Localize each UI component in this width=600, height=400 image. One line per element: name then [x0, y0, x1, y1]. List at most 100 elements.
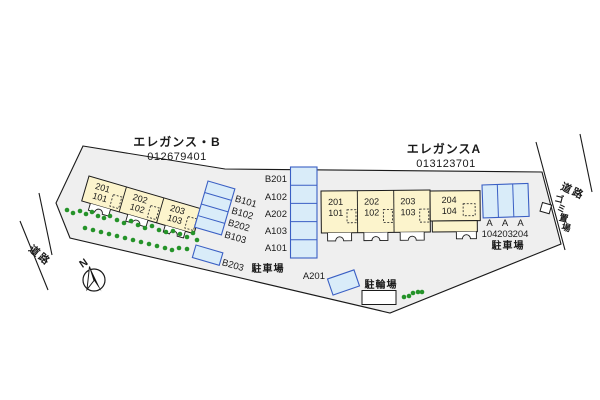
- building-a-code: 013123701: [416, 158, 476, 170]
- tree-dot: [135, 222, 141, 228]
- garbage-label-char: 置: [558, 212, 569, 224]
- building-a: 201 101 202 102 203 103 204 104: [320, 189, 481, 242]
- unit-label: 104: [442, 206, 457, 216]
- building-a-porch: [399, 232, 425, 241]
- parking-row-a: A A A 104 203 204 駐車場: [481, 182, 530, 252]
- unit-label: 101: [328, 208, 343, 218]
- parking-divider: [201, 203, 229, 213]
- tree-dot: [146, 241, 152, 247]
- tree-dot: [121, 220, 127, 226]
- parking-label: B201: [265, 174, 287, 185]
- tree-dot: [149, 223, 155, 229]
- parking-label: A103: [265, 226, 287, 237]
- tree-dot: [70, 210, 76, 216]
- compass: N: [77, 256, 106, 292]
- parking-label: 104: [482, 229, 498, 240]
- bicycle-parking: 駐輪場: [361, 278, 398, 305]
- parking-spaces-middle: [289, 166, 318, 259]
- tree-dot: [83, 211, 89, 217]
- parking-column-middle: B201 A102 A202 A103 A101 駐車場: [252, 166, 318, 275]
- tree-dot: [419, 289, 425, 295]
- compass-n-label: N: [77, 256, 90, 270]
- parking-spaces-a: [481, 182, 530, 219]
- unit-label: 203: [169, 203, 186, 217]
- parking-label: A202: [265, 209, 287, 220]
- tree-dot: [82, 225, 88, 231]
- unit-label: 202: [364, 196, 379, 206]
- parking-divider: [512, 183, 515, 217]
- unit-label: 204: [442, 195, 457, 205]
- unit-label: 101: [91, 191, 108, 205]
- tree-dot: [154, 243, 160, 249]
- garbage-box: [539, 201, 553, 215]
- tree-dot: [156, 227, 162, 233]
- parking-label: A: [502, 218, 509, 229]
- tree-dot: [130, 237, 136, 243]
- tree-dot: [128, 218, 134, 224]
- compass-needle-black: [89, 266, 102, 292]
- unit-label: 201: [94, 181, 111, 195]
- unit-label: 203: [400, 196, 415, 206]
- trees-layer: [64, 207, 425, 300]
- parking-space: [326, 269, 361, 296]
- parking-label: A: [486, 218, 493, 229]
- tree-dot: [101, 215, 107, 221]
- tree-dot: [106, 231, 112, 237]
- tree-dot: [177, 231, 183, 237]
- tree-dot: [77, 208, 83, 214]
- unit-label: 103: [400, 207, 415, 217]
- right-road-outer-line: [579, 133, 593, 193]
- building-b-entry-dashed: [146, 204, 160, 221]
- tree-dot: [190, 230, 196, 236]
- parking-divider: [197, 215, 225, 224]
- tree-dot: [98, 229, 104, 235]
- building-a-extension: [431, 220, 478, 233]
- tree-dot: [95, 213, 101, 219]
- building-a-title: エレガンスA: [407, 141, 481, 156]
- right-boundary-line: [535, 141, 566, 251]
- tree-dot: [410, 290, 416, 296]
- tree-dot: [406, 293, 412, 299]
- tree-dot: [90, 227, 96, 233]
- building-b: 201 101 202 102 203 103: [81, 175, 202, 239]
- parking-label: A201: [303, 271, 325, 282]
- road-label-left: 道路: [26, 242, 54, 268]
- tree-dot: [401, 294, 407, 300]
- parking-divider: [204, 192, 232, 201]
- tree-dot: [415, 289, 421, 295]
- tree-dot: [107, 213, 113, 219]
- tree-dot: [176, 245, 182, 251]
- tree-dot: [184, 246, 190, 252]
- unit-label: 102: [129, 201, 146, 215]
- parking-caption: 駐車場: [252, 262, 285, 275]
- tree-dot: [142, 225, 148, 231]
- building-b-code: 012679401: [147, 151, 207, 163]
- bicycle-shed: [361, 290, 397, 305]
- parking-divider: [496, 184, 499, 218]
- unit-label: 202: [132, 192, 149, 206]
- parking-label: A: [517, 218, 524, 229]
- parking-space-a201: A201: [303, 269, 361, 296]
- building-a-porch: [363, 232, 389, 242]
- building-a-entry-dashed: [346, 209, 357, 224]
- unit-label: 103: [166, 212, 183, 226]
- tree-dot: [169, 247, 175, 253]
- tree-dot: [170, 228, 176, 234]
- building-b-porch: [87, 203, 111, 217]
- building-a-porch: [327, 232, 353, 242]
- parking-caption: 駐車場: [492, 239, 525, 252]
- unit-label: 102: [364, 207, 379, 217]
- building-b-entry-dashed: [109, 193, 123, 210]
- building-a-porch: [455, 231, 477, 240]
- garbage-station: ゴ ミ 置 場: [539, 192, 572, 234]
- parking-label: A101: [265, 243, 287, 254]
- bicycle-caption: 駐輪場: [365, 278, 398, 291]
- garbage-label-char: 場: [561, 221, 572, 234]
- tree-dot: [194, 237, 200, 243]
- tree-dot: [163, 229, 169, 235]
- garbage-label-char: ミ: [556, 203, 567, 215]
- parking-space: [191, 244, 224, 267]
- tree-dot: [114, 217, 120, 223]
